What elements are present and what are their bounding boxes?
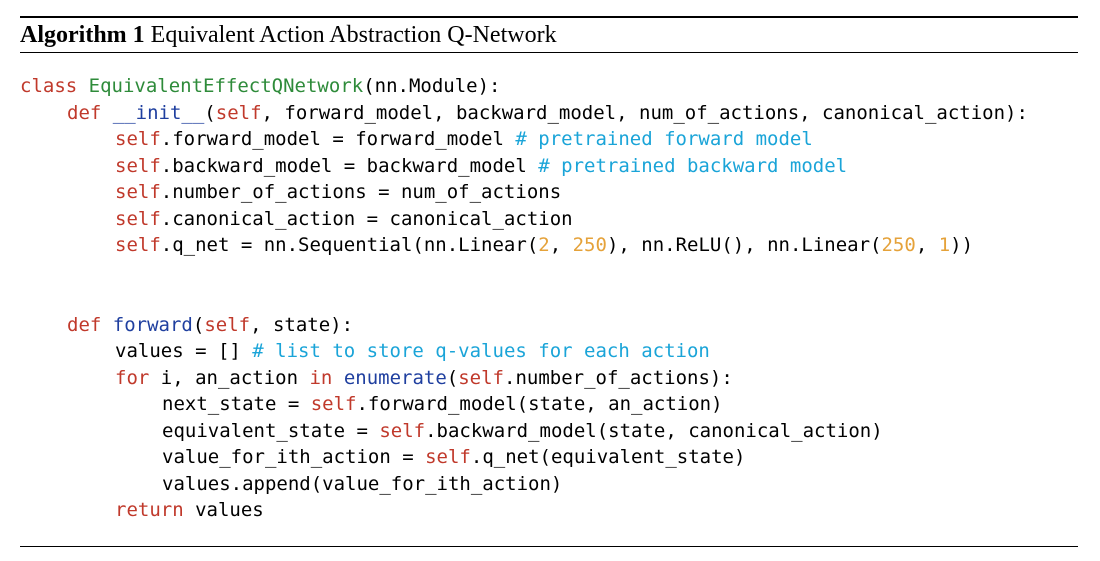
- code-line-15: return values: [20, 497, 1078, 524]
- space: [101, 102, 112, 124]
- keyword-self: self: [115, 128, 161, 150]
- algorithm-caption: Algorithm 1 Equivalent Action Abstractio…: [20, 18, 1078, 52]
- keyword-self: self: [204, 313, 251, 336]
- keyword-self: self: [379, 419, 426, 442]
- code-line-5: self.number_of_actions = num_of_actions: [20, 179, 1078, 206]
- code-line-14: values.append(value_for_ith_action): [20, 471, 1078, 498]
- code-comment: # list to store q-values for each action: [252, 340, 710, 362]
- code-text: value_for_ith_action =: [162, 446, 426, 468]
- keyword-self: self: [115, 181, 161, 203]
- number-literal: 2: [538, 234, 550, 256]
- code-text: (nn.Module):: [363, 75, 501, 97]
- code-text: i, an_action: [149, 366, 310, 389]
- keyword-for: for: [115, 366, 150, 389]
- code-line-9: values = [] # list to store q-values for…: [20, 338, 1078, 365]
- code-text: .number_of_actions = num_of_actions: [160, 181, 562, 203]
- code-text: (: [446, 366, 459, 389]
- keyword-self: self: [115, 154, 161, 177]
- space: [332, 367, 343, 389]
- code-line-6: self.canonical_action = canonical_action: [20, 206, 1078, 233]
- code-line-8: def forward(self, state):: [20, 312, 1078, 339]
- top-rule: [20, 16, 1078, 18]
- keyword-self: self: [425, 446, 471, 468]
- blank-line: [20, 285, 1078, 312]
- function-name: forward: [112, 313, 193, 336]
- code-block: class EquivalentEffectQNetwork(nn.Module…: [20, 73, 1078, 524]
- code-text: , state):: [250, 313, 354, 336]
- code-comment: # pretrained backward model: [538, 154, 848, 177]
- code-comment: # pretrained forward model: [515, 128, 813, 150]
- keyword-def: def: [67, 313, 102, 336]
- code-line-7: self.q_net = nn.Sequential(nn.Linear(2, …: [20, 232, 1078, 259]
- keyword-return: return: [115, 499, 184, 521]
- caption-rule: [20, 52, 1078, 53]
- space: [77, 75, 88, 97]
- algorithm-label: Algorithm 1: [20, 22, 145, 48]
- code-line-4: self.backward_model = backward_model # p…: [20, 153, 1078, 180]
- code-text: next_state =: [162, 393, 311, 415]
- code-text: .forward_model = forward_model: [160, 128, 516, 150]
- code-line-10: for i, an_action in enumerate(self.numbe…: [20, 365, 1078, 392]
- code-text: (: [204, 101, 216, 124]
- bottom-rule: [20, 546, 1078, 547]
- code-line-3: self.forward_model = forward_model # pre…: [20, 126, 1078, 153]
- keyword-in: in: [309, 366, 333, 389]
- keyword-class: class: [20, 75, 78, 97]
- number-literal: 250: [572, 234, 607, 256]
- code-text: ,: [915, 234, 939, 256]
- code-line-12: equivalent_state = self.backward_model(s…: [20, 418, 1078, 445]
- code-text: values: [183, 499, 264, 521]
- builtin-name: enumerate: [343, 366, 447, 389]
- code-text: equivalent_state =: [162, 419, 380, 442]
- algorithm-title: Equivalent Action Abstraction Q-Network: [150, 22, 557, 48]
- code-line-11: next_state = self.forward_model(state, a…: [20, 391, 1078, 418]
- code-text: )): [950, 234, 974, 256]
- function-name: __init__: [112, 101, 205, 124]
- code-text: .number_of_actions):: [504, 366, 733, 389]
- code-text: ,: [549, 234, 573, 256]
- blank-line: [20, 259, 1078, 286]
- code-line-2: def __init__(self, forward_model, backwa…: [20, 100, 1078, 127]
- code-text: .q_net(equivalent_state): [470, 446, 746, 468]
- code-text: .backward_model = backward_model: [160, 154, 539, 177]
- keyword-self: self: [115, 207, 161, 230]
- code-line-1: class EquivalentEffectQNetwork(nn.Module…: [20, 73, 1078, 100]
- number-literal: 1: [938, 234, 951, 256]
- code-text: .q_net = nn.Sequential(nn.Linear(: [160, 234, 539, 256]
- code-line-13: value_for_ith_action = self.q_net(equiva…: [20, 444, 1078, 471]
- code-text: , forward_model, backward_model, num_of_…: [261, 101, 1028, 124]
- code-text: ), nn.ReLU(), nn.Linear(: [606, 234, 882, 256]
- code-text: values.append(value_for_ith_action): [162, 472, 563, 495]
- code-text: (: [192, 313, 205, 336]
- code-text: .canonical_action = canonical_action: [160, 207, 573, 230]
- space: [101, 314, 112, 336]
- algorithm-box: Algorithm 1 Equivalent Action Abstractio…: [20, 16, 1078, 524]
- keyword-self: self: [458, 366, 504, 389]
- code-text: .forward_model(state, an_action): [356, 393, 723, 415]
- code-text: values = []: [115, 340, 253, 362]
- keyword-def: def: [67, 101, 102, 124]
- number-literal: 250: [881, 234, 916, 256]
- keyword-self: self: [115, 234, 161, 256]
- keyword-self: self: [215, 101, 262, 124]
- code-text: .backward_model(state, canonical_action): [425, 419, 883, 442]
- keyword-self: self: [310, 393, 357, 415]
- class-name: EquivalentEffectQNetwork: [88, 75, 364, 97]
